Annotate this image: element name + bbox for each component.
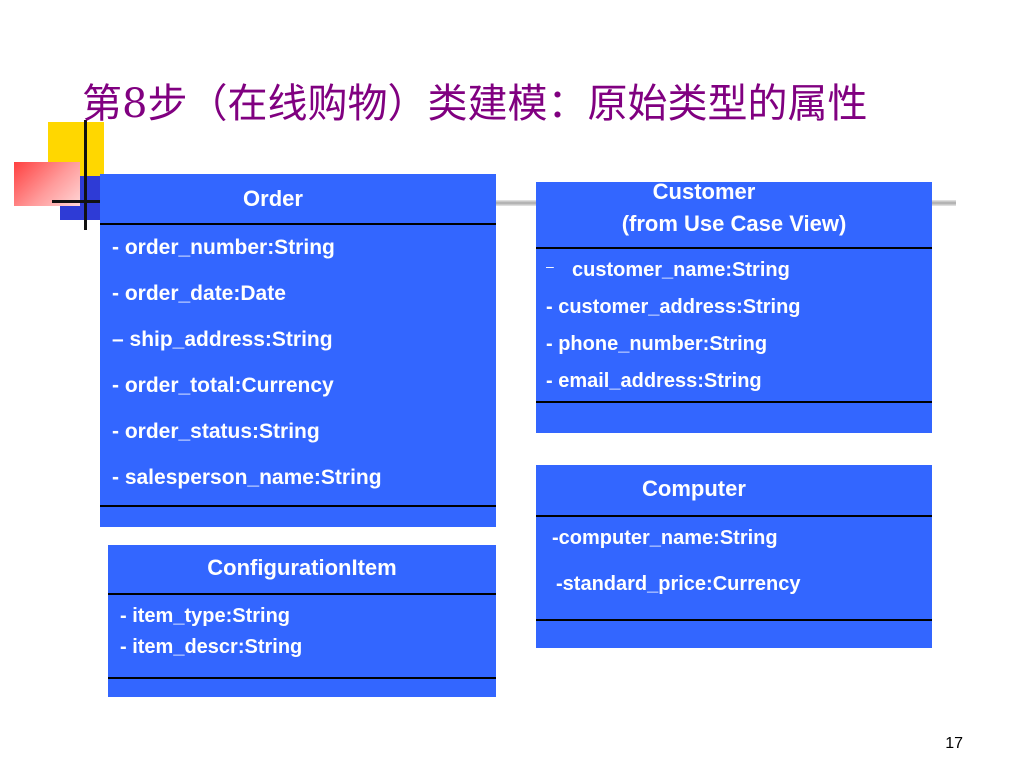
- class-name: Customer: [652, 179, 756, 204]
- attribute: - order_number:String: [112, 236, 335, 259]
- class-stereotype: (from Use Case View): [621, 211, 847, 236]
- class-customer: Customer (from Use Case View) customer_n…: [536, 179, 932, 433]
- class-name: Computer: [536, 465, 932, 517]
- class-name: Order: [100, 174, 496, 225]
- class-header: Customer (from Use Case View): [536, 176, 932, 249]
- attribute: - salesperson_name:String: [112, 466, 382, 489]
- decor-horizontal-line: [52, 200, 132, 203]
- attribute: -standard_price:Currency: [556, 573, 801, 595]
- attribute: - item_descr:String: [120, 636, 303, 658]
- class-name: ConfigurationItem: [108, 545, 496, 595]
- class-computer: Computer -computer_name:String -standard…: [536, 465, 932, 648]
- attribute: – ship_address:String: [112, 328, 333, 351]
- attribute: - customer_address:String: [546, 296, 801, 318]
- attribute: - order_status:String: [112, 420, 320, 443]
- class-order: Order - order_number:String - order_date…: [100, 174, 496, 527]
- attribute-compartment: - item_type:String - item_descr:String: [108, 595, 496, 679]
- attribute: - order_date:Date: [112, 282, 286, 305]
- attribute: - order_total:Currency: [112, 374, 334, 397]
- attribute: - email_address:String: [546, 370, 762, 392]
- attribute: - phone_number:String: [546, 333, 768, 355]
- attribute-compartment: - order_number:String - order_date:Date …: [100, 225, 496, 507]
- slide-title: 第8步（在线购物）类建模：原始类型的属性: [82, 81, 868, 127]
- decor-vertical-line: [84, 120, 87, 230]
- class-configuration-item: ConfigurationItem - item_type:String - i…: [108, 545, 496, 697]
- attribute: -computer_name:String: [552, 527, 778, 549]
- attribute-compartment: customer_name:String - customer_address:…: [536, 249, 932, 403]
- attribute-compartment: -computer_name:String -standard_price:Cu…: [536, 517, 932, 621]
- decor-red-square: [14, 162, 80, 206]
- attribute: customer_name:String: [546, 251, 932, 292]
- page-number: 17: [945, 735, 963, 752]
- attribute: - item_type:String: [120, 605, 291, 627]
